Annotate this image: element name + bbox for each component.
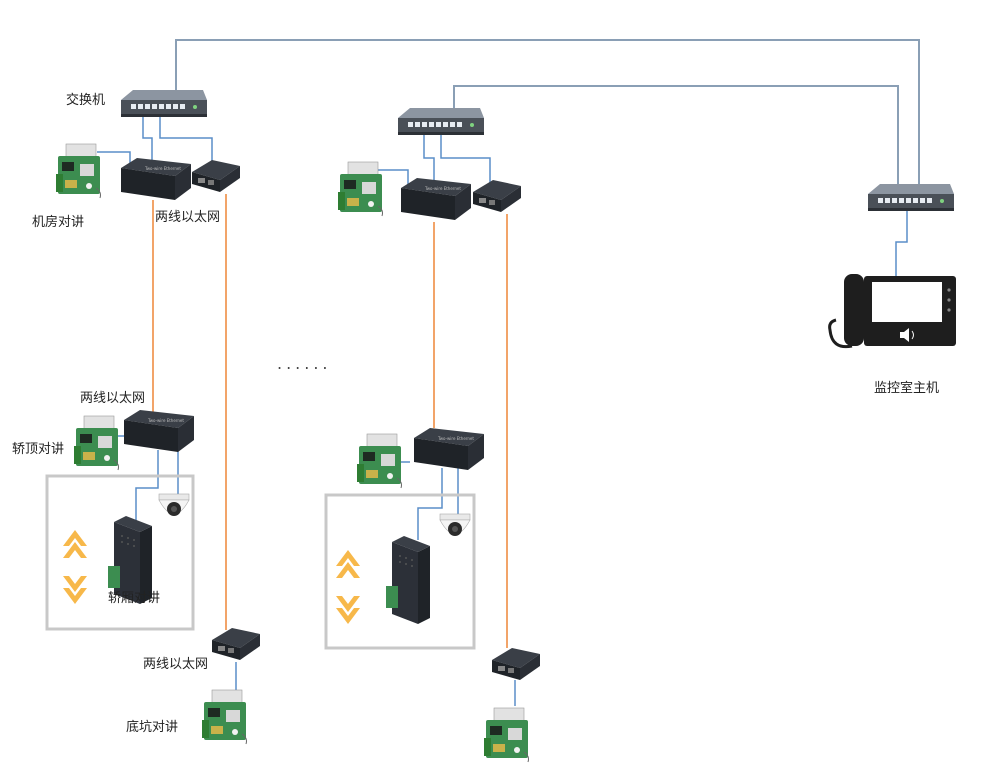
pcb-board-icon <box>337 161 383 217</box>
pcb-board-icon <box>55 143 101 199</box>
two-wire-ethernet-label: 两线以太网 <box>155 210 221 225</box>
two-wire-converter-icon <box>121 158 191 200</box>
car-intercom-label: 轿厢对讲 <box>108 591 161 606</box>
dome-camera-icon <box>158 493 190 517</box>
two-wire-converter-icon <box>192 160 240 192</box>
car-frame-right <box>324 493 476 650</box>
pit-intercom-label: 底坑对讲 <box>126 720 179 735</box>
two-wire-ethernet-label: 两线以太网 <box>143 657 209 672</box>
two-wire-converter-icon <box>212 628 260 660</box>
up-arrow-icon <box>63 530 87 558</box>
pcb-board-icon <box>73 415 119 471</box>
monitor-phone-icon <box>828 274 956 349</box>
car-frame-left <box>45 474 195 631</box>
two-wire-converter-icon <box>473 180 521 212</box>
dome-camera-icon <box>439 513 471 537</box>
two-wire-converter-icon <box>414 428 484 470</box>
machine-room-intercom-label: 机房对讲 <box>32 215 85 230</box>
pcb-board-icon <box>201 689 247 745</box>
car-top-intercom-label: 轿顶对讲 <box>12 442 65 457</box>
down-arrow-icon <box>63 576 87 604</box>
network-switch-icon <box>398 108 484 135</box>
monitor-host-label: 监控室主机 <box>874 381 940 396</box>
two-wire-cables <box>152 194 508 648</box>
switch-label: 交换机 <box>66 93 106 108</box>
speaker-box-icon <box>386 536 430 624</box>
pcb-board-icon <box>483 707 529 763</box>
up-arrow-icon <box>336 550 360 578</box>
network-switch-icon <box>868 184 954 211</box>
two-wire-converter-icon <box>492 648 540 680</box>
down-arrow-icon <box>336 596 360 624</box>
pcb-board-icon <box>356 433 402 489</box>
network-switch-icon <box>121 90 207 117</box>
two-wire-converter-icon <box>124 410 194 452</box>
ellipsis-label: ...... <box>277 354 332 373</box>
two-wire-ethernet-label: 两线以太网 <box>80 391 146 406</box>
trunk-cables <box>175 39 920 192</box>
two-wire-converter-icon <box>401 178 471 220</box>
